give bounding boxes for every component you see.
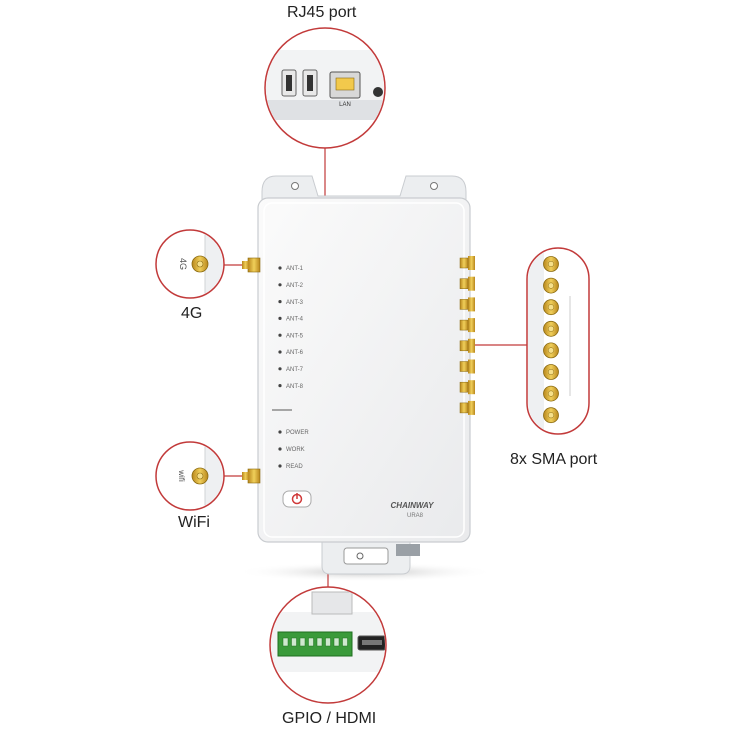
ant-led-dot xyxy=(278,333,282,337)
ant-led-dot xyxy=(278,350,282,354)
gpio-pin xyxy=(282,637,289,647)
wifi-connector xyxy=(242,468,261,484)
status-led-label: POWER xyxy=(286,430,309,436)
sma-connector-base xyxy=(468,256,475,270)
ant-led-label: ANT-3 xyxy=(286,300,304,306)
mount-hole-left xyxy=(291,182,299,190)
ant-led-label: ANT-6 xyxy=(286,350,304,356)
sma-connector-base xyxy=(468,318,475,333)
ant-led-label: ANT-2 xyxy=(286,283,304,289)
4g-connector xyxy=(242,257,261,273)
sma-connector xyxy=(459,340,469,352)
ant-led-label: ANT-4 xyxy=(286,317,304,323)
rj45-callout: LAN xyxy=(264,27,386,149)
ant-led-label: ANT-8 xyxy=(286,384,304,390)
gpio-terminal xyxy=(277,631,353,657)
gpio-hdmi-callout xyxy=(269,586,387,704)
sma-connector-base xyxy=(468,276,475,291)
status-led-dot xyxy=(278,430,282,434)
sma-connector-base xyxy=(468,338,475,353)
ant-led-dot xyxy=(278,384,282,388)
4g-callout: 4G xyxy=(155,229,225,299)
sma-connector xyxy=(459,381,469,393)
ant-led-label: ANT-7 xyxy=(286,367,304,373)
status-led-list: POWER WORK READ xyxy=(278,430,309,470)
sma-connector xyxy=(459,278,469,289)
gpio-hdmi-caption: GPIO / HDMI xyxy=(282,710,377,727)
status-led-label: WORK xyxy=(286,447,305,453)
status-led-dot xyxy=(278,447,282,451)
sma-connector-base xyxy=(468,380,475,395)
sma-connector xyxy=(459,402,469,414)
status-led-dot xyxy=(278,464,282,468)
sma-callout xyxy=(526,247,590,435)
gpio-pin xyxy=(291,637,297,647)
gpio-pin xyxy=(342,637,348,647)
sma-connector xyxy=(459,319,469,331)
power-button xyxy=(282,490,312,508)
ant-led-dot xyxy=(278,266,282,270)
brand-label: CHAINWAY xyxy=(391,501,435,510)
ant-led-dot xyxy=(278,367,282,371)
lan-label: LAN xyxy=(339,102,351,108)
mount-hole-right xyxy=(430,182,438,190)
top-flange xyxy=(261,175,467,201)
sma-connector-base xyxy=(468,400,475,415)
ant-led-dot xyxy=(278,283,282,287)
sma-connector xyxy=(459,361,469,372)
sma-connector-base xyxy=(468,297,475,312)
model-label: URA8 xyxy=(407,513,424,519)
sma-connector xyxy=(459,299,469,310)
rj45-port-caption: RJ45 port xyxy=(287,4,357,21)
gpio-pin xyxy=(299,637,306,647)
ant-led-dot xyxy=(278,300,282,304)
sma-connector-base xyxy=(468,359,475,374)
wifi-caption: WiFi xyxy=(178,514,210,531)
4g-port-label: 4G xyxy=(178,258,188,270)
sma-port-caption: 8x SMA port xyxy=(510,451,598,468)
gpio-pin xyxy=(308,637,314,647)
status-led-label: READ xyxy=(286,464,303,470)
gpio-pin xyxy=(316,637,323,647)
gpio-pin xyxy=(333,637,340,647)
ant-led-label: ANT-1 xyxy=(286,266,304,272)
sma-connector xyxy=(459,257,469,269)
wifi-callout: wifi xyxy=(155,441,225,511)
ant-led-label: ANT-5 xyxy=(286,333,304,339)
4g-caption: 4G xyxy=(181,305,203,322)
gpio-pin xyxy=(325,637,331,647)
wifi-port-label: wifi xyxy=(177,469,186,482)
sma-connectors xyxy=(459,256,475,415)
ant-led-dot xyxy=(278,316,282,320)
